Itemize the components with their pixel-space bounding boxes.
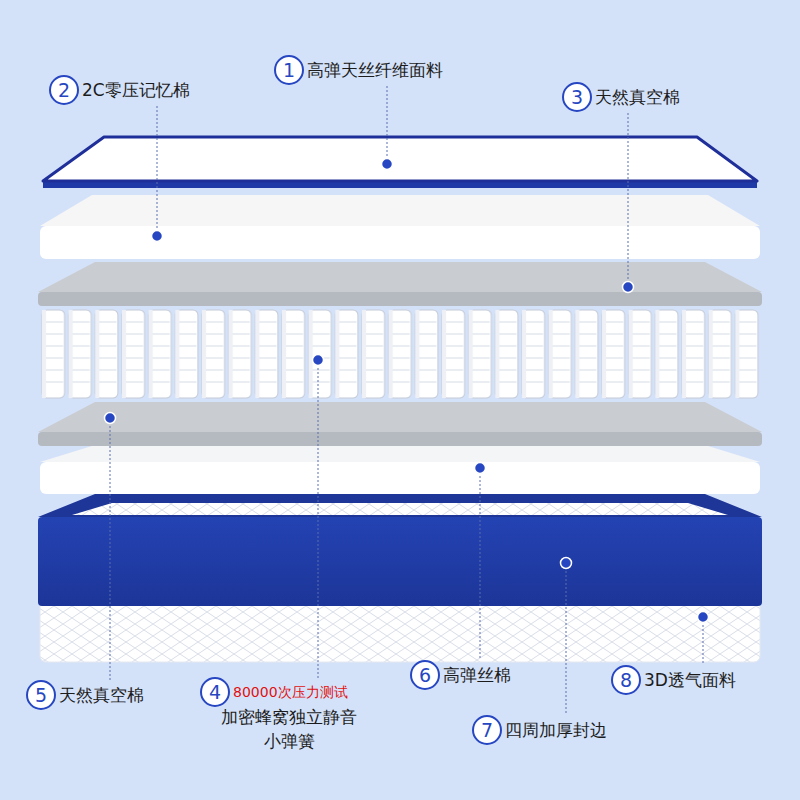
callout-number: 7 [474, 717, 500, 743]
callout-circle: 3天然真空棉 [562, 82, 592, 112]
callout-circle: 1高弹天丝纤维面料 [274, 55, 304, 85]
part-name: 2C零压记忆棉 [82, 79, 190, 101]
callout-circle: 480000次压力测试加密蜂窝独立静音 小弹簧 [200, 677, 230, 707]
test-note: 80000次压力测试 [233, 681, 348, 703]
part-name: 3D透气面料 [644, 669, 736, 691]
callout-circle: 5天然真空棉 [26, 680, 56, 710]
callout-circle: 83D透气面料 [611, 665, 641, 695]
part-name: 加密蜂窝独立静音 小弹簧 [214, 705, 364, 753]
callout-number: 5 [28, 682, 54, 708]
callout-circle: 7四周加厚封边 [472, 715, 502, 745]
callout-number: 2 [51, 77, 77, 103]
part-name: 天然真空棉 [595, 86, 680, 108]
part-name: 天然真空棉 [59, 684, 144, 706]
part-name: 高弹丝棉 [443, 664, 511, 686]
part-name: 四周加厚封边 [505, 719, 607, 741]
callout-number: 1 [276, 57, 302, 83]
callout-circle: 22C零压记忆棉 [49, 75, 79, 105]
part-name: 高弹天丝纤维面料 [307, 59, 443, 81]
callout-number: 8 [613, 667, 639, 693]
callout-number: 3 [564, 84, 590, 110]
callout-circle: 6高弹丝棉 [410, 660, 440, 690]
callout-number: 4 [202, 679, 228, 705]
callout-number: 6 [412, 662, 438, 688]
